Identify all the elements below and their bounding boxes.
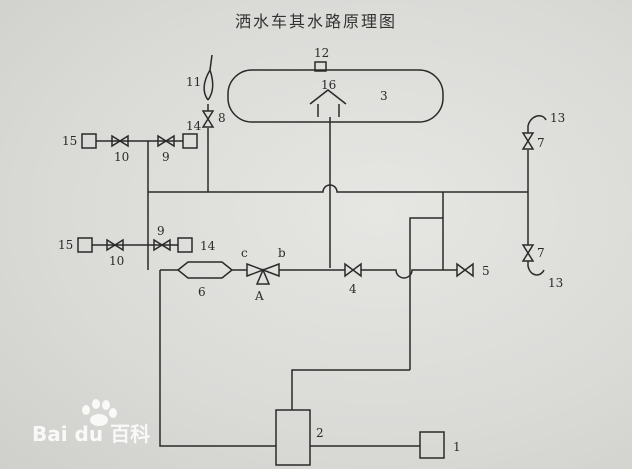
label-15-lower: 15 (58, 238, 73, 252)
label-10-lower: 10 (109, 254, 124, 268)
label-14-lower: 14 (200, 239, 216, 253)
tank-inlet-hood (309, 89, 347, 105)
gun-15-upper (81, 133, 97, 149)
label-14-upper: 14 (186, 119, 202, 133)
diagram-title: 洒水车其水路原理图 (234, 12, 397, 31)
water-tank (227, 69, 444, 123)
inlet-1 (419, 431, 445, 459)
nozzle-tip (209, 54, 213, 71)
label-12: 12 (314, 46, 329, 60)
label-A: A (254, 289, 264, 303)
label-2: 2 (316, 426, 324, 440)
valve-10-lower (106, 238, 124, 252)
label-9-lower: 9 (157, 224, 165, 238)
plug-14-lower (177, 237, 193, 253)
pump-2 (275, 409, 311, 466)
nozzle-13-upper (527, 115, 547, 133)
valve-A-bottom (255, 268, 271, 285)
plug-14-upper (182, 133, 198, 149)
label-10-upper: 10 (114, 150, 129, 164)
valve-10-upper (111, 134, 129, 148)
valve-4 (344, 262, 362, 278)
nozzle-13-lower (527, 261, 545, 276)
tank-vent (314, 61, 327, 72)
valve-8 (201, 110, 215, 128)
baidu-baike-watermark: Bai du 百科 (32, 422, 151, 446)
valve-7-upper (521, 132, 535, 150)
pump-to-riser (291, 369, 410, 410)
label-7-upper: 7 (537, 136, 545, 150)
label-5: 5 (482, 264, 490, 278)
valve-5 (456, 262, 474, 278)
baidu-paw-icon (82, 399, 117, 426)
label-8: 8 (218, 111, 226, 125)
valve-7-lower (521, 244, 535, 262)
label-b: b (278, 246, 286, 260)
pump-line-b (361, 269, 457, 279)
valve-9-upper (157, 134, 175, 148)
nozzle-11 (203, 69, 214, 101)
gun-15-lower (77, 237, 93, 253)
label-6: 6 (198, 285, 206, 299)
label-9-upper: 9 (162, 150, 170, 164)
label-c: c (241, 246, 248, 260)
label-7-lower: 7 (537, 246, 545, 260)
filter-6 (176, 261, 234, 279)
label-11: 11 (186, 75, 201, 89)
main-header-pipe (148, 184, 528, 193)
label-13-lower: 13 (548, 276, 563, 290)
valve-9-lower (153, 238, 171, 252)
label-15-upper: 15 (62, 134, 77, 148)
three-way-valve-A (246, 262, 266, 278)
label-1: 1 (453, 440, 461, 454)
label-3: 3 (380, 89, 388, 103)
pump-outlet-riser (409, 217, 443, 370)
label-4: 4 (349, 282, 357, 296)
label-13-upper: 13 (550, 111, 565, 125)
suction-pipe (159, 270, 276, 447)
label-16: 16 (321, 78, 336, 92)
